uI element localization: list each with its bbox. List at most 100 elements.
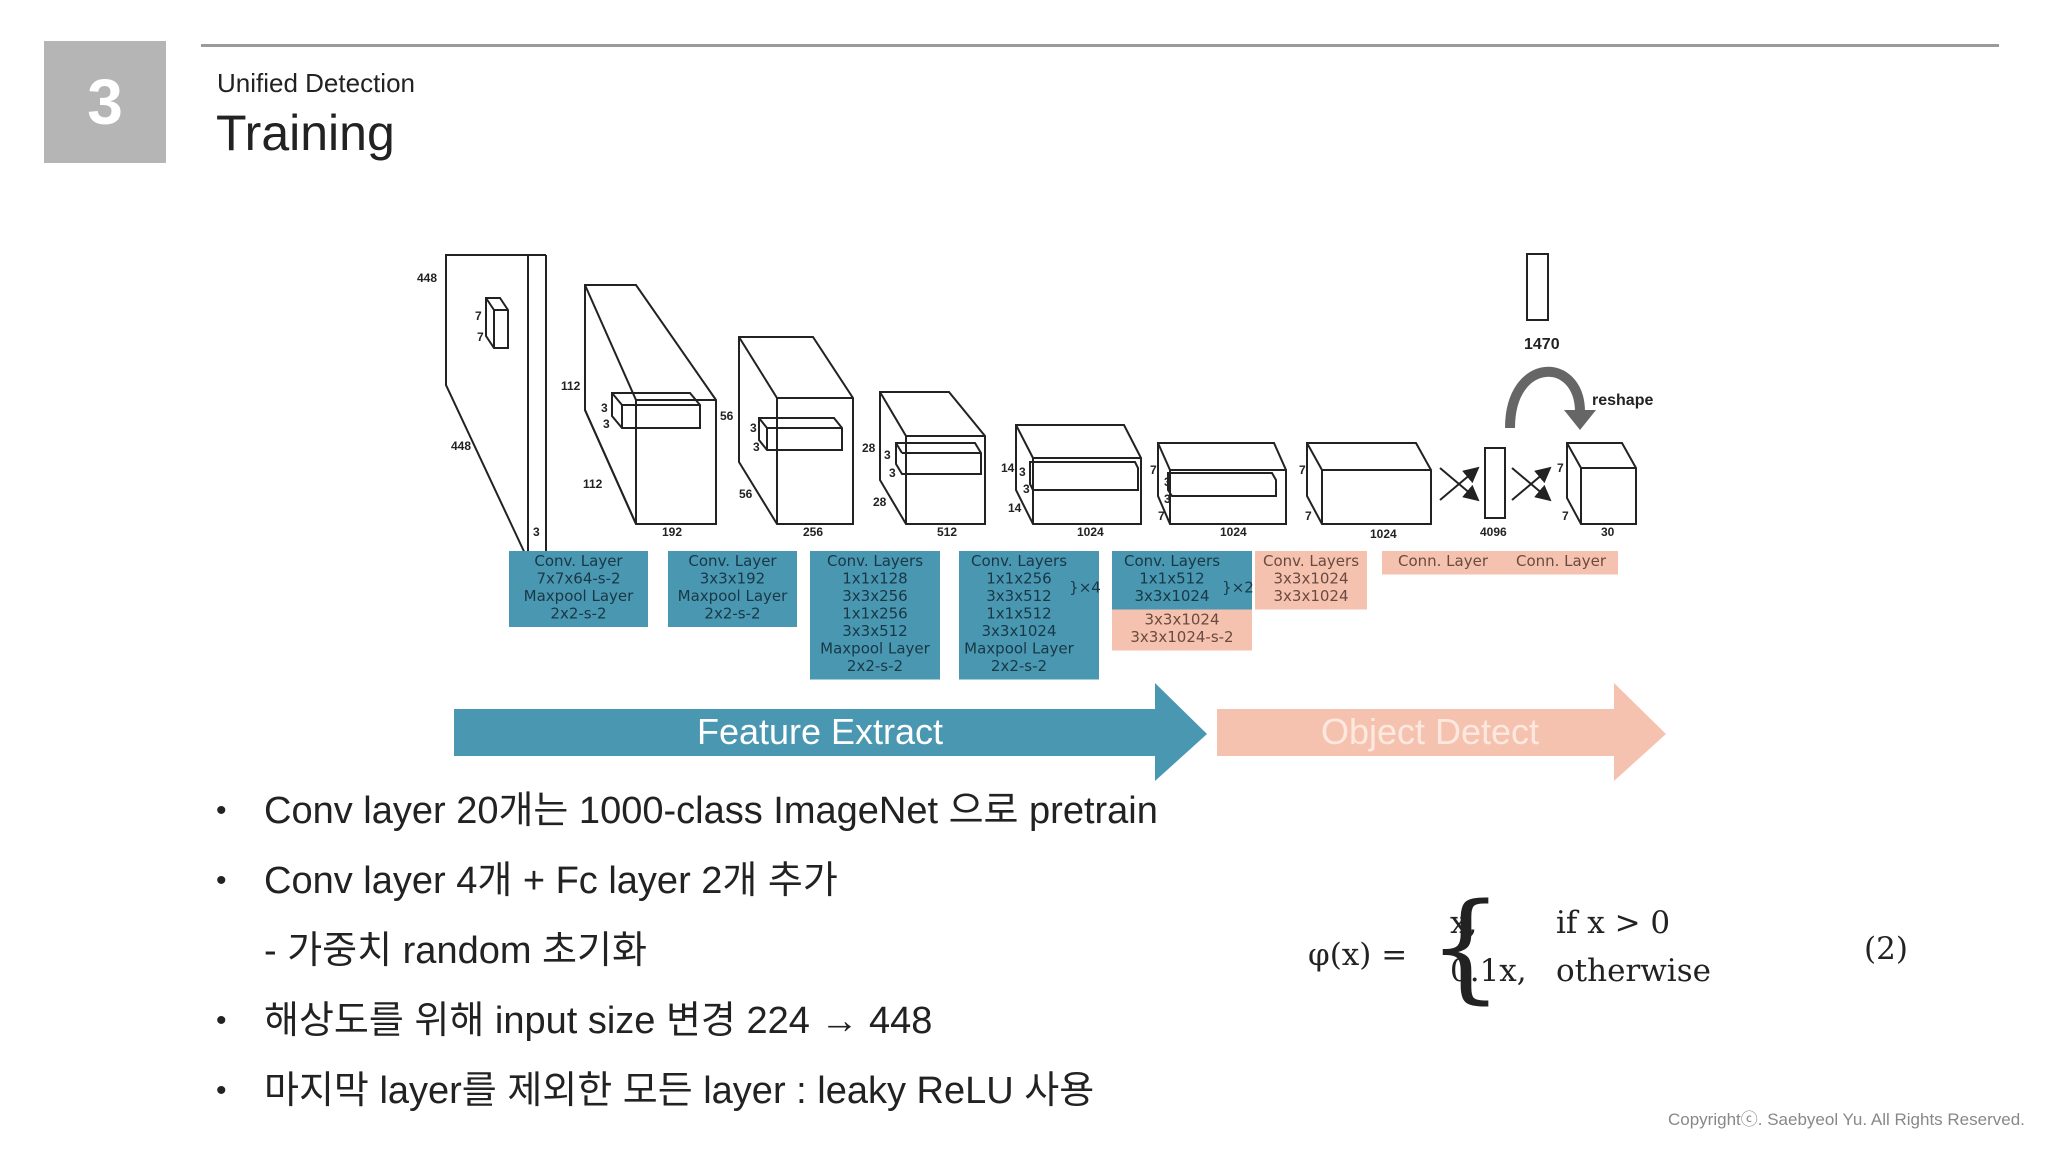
dim-label: 448 (451, 439, 471, 453)
layer-box-line: 3x3x1024 (1273, 570, 1348, 588)
header-rule (201, 44, 1999, 47)
layer-box-extra (1112, 609, 1252, 651)
layer-box (1504, 551, 1618, 575)
layer-box (1112, 551, 1252, 610)
dim-label: 448 (417, 271, 437, 285)
dim-label: 112 (561, 379, 581, 393)
dim-label: 3 (533, 525, 540, 539)
bullet-item: • 해상도를 위해 input size 변경 224 → 448 (212, 986, 1158, 1056)
repeat-multiplier: }×2 (1222, 578, 1254, 596)
dim-label: 1024 (1370, 527, 1397, 541)
formula-lhs: φ(x) = (1308, 937, 1408, 973)
bullet-marker: • (216, 1004, 227, 1037)
dim-label: 28 (862, 441, 876, 455)
formula-case-1: x, (1450, 905, 1478, 941)
layer-box-line: 2x2-s-2 (550, 605, 606, 623)
volume-112 (584, 284, 717, 525)
layer-box (1255, 551, 1367, 610)
layer-box-line: Maxpool Layer (820, 640, 930, 658)
layer-box-line: Conv. Layer (534, 552, 623, 570)
dim-label: 7 (1158, 509, 1165, 523)
dim-label: 3 (601, 401, 608, 415)
dim-label: 192 (662, 525, 682, 539)
dim-label: 3 (753, 440, 760, 454)
dim-label: 3 (603, 417, 610, 431)
bullet-marker: • (216, 794, 227, 827)
layer-box (668, 551, 797, 627)
formula-cond-1: if x > 0 (1556, 905, 1671, 941)
reshape-label: reshape (1592, 392, 1653, 409)
layer-box-line: 1x1x256 (842, 605, 907, 623)
volume-28 (879, 391, 986, 525)
leaky-relu-formula: φ(x) = { x, if x > 0 0.1x, otherwise (2) (1308, 887, 1948, 1021)
dim-label: 14 (1001, 461, 1015, 475)
dim-label: 7 (475, 309, 482, 323)
volume-7b (1306, 442, 1432, 525)
bullet-item: • 마지막 layer를 제외한 모든 layer : leaky ReLU 사용 (212, 1056, 1158, 1126)
dim-label: 512 (937, 525, 957, 539)
dim-label: 7 (1150, 463, 1157, 477)
volume-56 (738, 336, 854, 525)
bullet-marker: • (216, 1074, 227, 1107)
layer-box-line: 1x1x512 (1139, 570, 1204, 588)
bullet-text: Conv layer 4개 + Fc layer 2개 추가 (264, 860, 838, 902)
dim-label: 28 (873, 495, 887, 509)
volume-14 (1015, 424, 1142, 525)
object-detect-label: Object Detect (1321, 711, 1539, 752)
layer-box (810, 551, 940, 680)
dim-label: 56 (739, 487, 753, 501)
layer-box-line: 3x3x512 (842, 622, 907, 640)
dim-label: 30 (1601, 525, 1615, 539)
layer-box-line: 3x3x512 (986, 587, 1051, 605)
layer-box-line: 3x3x1024 (1273, 587, 1348, 605)
dim-label: 7 (1562, 509, 1569, 523)
layer-box (959, 551, 1099, 680)
layer-box-line: Conv. Layers (827, 552, 923, 570)
dim-label-1470: 1470 (1524, 336, 1560, 353)
formula-case-2: 0.1x, (1450, 953, 1527, 989)
layer-box-line: 3x3x1024-s-2 (1130, 628, 1233, 646)
bullet-text: - 가중치 random 초기화 (264, 930, 647, 972)
bullet-item: • Conv layer 20개는 1000-class ImageNet 으로 … (212, 776, 1158, 846)
section-number: 3 (44, 41, 166, 163)
dim-label: 7 (1305, 509, 1312, 523)
layer-box-line: 2x2-s-2 (991, 657, 1047, 675)
layer-box-line: Maxpool Layer (678, 587, 788, 605)
dim-label: 1024 (1077, 525, 1104, 539)
bullet-item: •Conv layer 4개 + Fc layer 2개 추가 (212, 846, 1158, 916)
bullet-text: 마지막 layer를 제외한 모든 layer : leaky ReLU 사용 (264, 1070, 1095, 1112)
input-volume (445, 254, 547, 561)
layer-box-line: 3x3x1024 (981, 622, 1056, 640)
layer-box-line: Conv. Layers (1124, 552, 1220, 570)
layer-box-line: 3x3x1024 (1144, 611, 1219, 629)
dim-label: 7 (1557, 461, 1564, 475)
layer-box-line: 2x2-s-2 (847, 657, 903, 675)
dim-label: 7 (477, 330, 484, 344)
layer-box-line: Conn. Layer (1398, 552, 1489, 570)
layer-box-line: Conv. Layers (971, 552, 1067, 570)
repeat-multiplier: }×4 (1069, 578, 1101, 596)
dim-label: 7 (1299, 463, 1306, 477)
vector-1470 (1526, 253, 1549, 321)
layer-box-line: Conv. Layer (688, 552, 777, 570)
layer-box-line: 1x1x256 (986, 570, 1051, 588)
layer-box-line: 7x7x64-s-2 (536, 570, 620, 588)
volume-7a (1157, 442, 1287, 525)
feature-extract-label: Feature Extract (697, 711, 943, 752)
copyright-notice: Copyrightⓒ. Saebyeol Yu. All Rights Rese… (1668, 1110, 2025, 1129)
layer-box-line: 1x1x512 (986, 605, 1051, 623)
object-detect-arrow (1217, 683, 1666, 781)
layer-box-line: 2x2-s-2 (704, 605, 760, 623)
layer-box-line: Conv. Layers (1263, 552, 1359, 570)
layer-box-line: 3x3x256 (842, 587, 907, 605)
dim-label: 3 (1164, 492, 1171, 506)
layer-box-line: Maxpool Layer (524, 587, 634, 605)
bullet-text: 해상도를 위해 input size 변경 224 → 448 (264, 1000, 933, 1042)
formula-cond-2: otherwise (1556, 953, 1711, 989)
bullet-text: Conv layer 20개는 1000-class ImageNet 으로 p… (264, 790, 1158, 832)
dim-label: 3 (884, 448, 891, 462)
layer-box-line: Maxpool Layer (964, 640, 1074, 658)
dim-label: 112 (583, 477, 603, 491)
dim-label: 56 (720, 409, 734, 423)
